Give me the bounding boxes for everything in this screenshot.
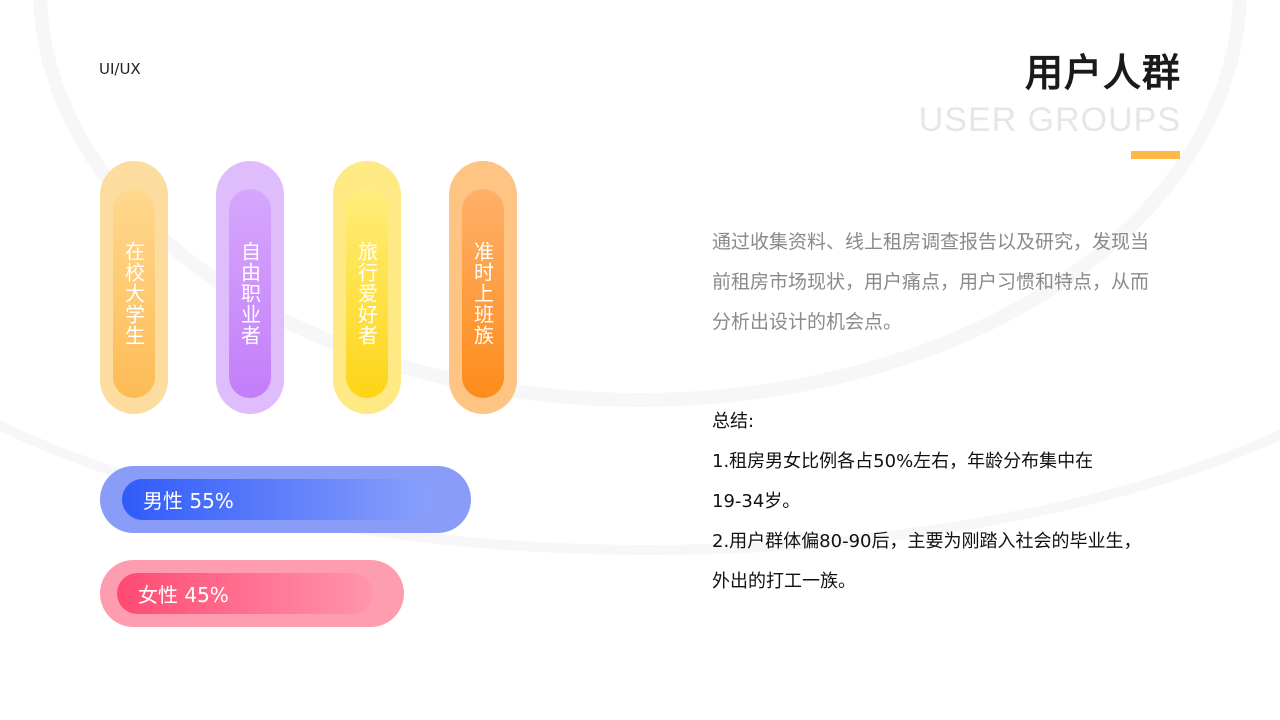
- category-tag: UI/UX: [99, 60, 141, 78]
- summary-heading: 总结:: [712, 411, 755, 432]
- summary-line: 19-34岁。: [712, 491, 801, 512]
- accent-bar: [1131, 151, 1180, 159]
- gender-label: 男性 55%: [143, 489, 234, 513]
- persona-pill-inner: 准时上班族: [462, 189, 504, 398]
- gender-bar: 男性 55%: [100, 466, 471, 533]
- summary-line: 2.用户群体偏80-90后，主要为刚踏入社会的毕业生，: [712, 531, 1142, 552]
- persona-pill: 旅行爱好者: [333, 161, 401, 414]
- summary-line: 1.租房男女比例各占50%左右，年龄分布集中在: [712, 451, 1094, 472]
- persona-label: 在校大学生: [121, 241, 146, 346]
- persona-label: 自由职业者: [237, 241, 262, 346]
- gender-label: 女性 45%: [138, 583, 229, 607]
- gender-bar-fill: 男性 55%: [122, 479, 432, 520]
- persona-pill: 在校大学生: [100, 161, 168, 414]
- description-line: 通过收集资料、线上租房调查报告以及研究，发现当: [712, 231, 1150, 253]
- gender-bar-fill: 女性 45%: [117, 573, 373, 614]
- persona-label: 旅行爱好者: [354, 241, 379, 346]
- summary-line: 外出的打工一族。: [712, 571, 856, 592]
- persona-pill-inner: 自由职业者: [229, 189, 271, 398]
- page-subtitle: USER GROUPS: [918, 101, 1181, 139]
- persona-pill: 准时上班族: [449, 161, 517, 414]
- summary: 总结: 1.租房男女比例各占50%左右，年龄分布集中在 19-34岁。 2.用户…: [712, 402, 1192, 602]
- description: 通过收集资料、线上租房调查报告以及研究，发现当 前租房市场现状，用户痛点，用户习…: [712, 222, 1192, 342]
- persona-pill-inner: 旅行爱好者: [346, 189, 388, 398]
- persona-pill-inner: 在校大学生: [113, 189, 155, 398]
- description-line: 分析出设计的机会点。: [712, 311, 903, 333]
- page-title: 用户人群: [1024, 51, 1181, 95]
- description-line: 前租房市场现状，用户痛点，用户习惯和特点，从而: [712, 271, 1150, 293]
- persona-pill: 自由职业者: [216, 161, 284, 414]
- persona-label: 准时上班族: [470, 241, 495, 346]
- gender-bar: 女性 45%: [100, 560, 404, 627]
